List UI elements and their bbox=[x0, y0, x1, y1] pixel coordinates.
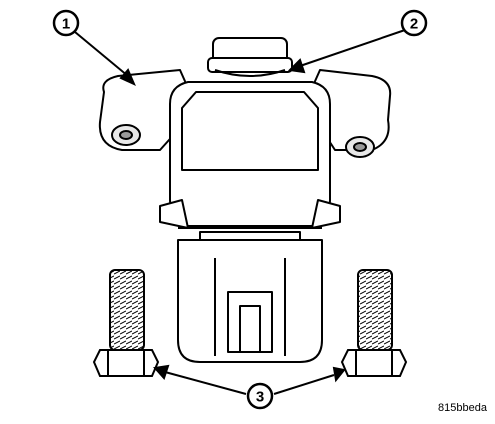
callout-3: 3 bbox=[246, 382, 274, 410]
leader-lines bbox=[74, 29, 406, 395]
callout-1-number: 1 bbox=[62, 16, 70, 33]
callout-3-number: 3 bbox=[256, 389, 264, 406]
sensor-body bbox=[159, 81, 341, 229]
figure-code: 815bbeda bbox=[438, 402, 487, 414]
sensor-assembly bbox=[98, 37, 392, 363]
callout-1: 1 bbox=[52, 9, 80, 37]
callout-2: 2 bbox=[400, 9, 428, 37]
callout-2-number: 2 bbox=[410, 16, 418, 33]
mounting-screw-left bbox=[92, 269, 160, 377]
mounting-screw-right bbox=[340, 269, 408, 377]
electrical-connector bbox=[177, 231, 323, 363]
sensor-port bbox=[207, 37, 293, 77]
